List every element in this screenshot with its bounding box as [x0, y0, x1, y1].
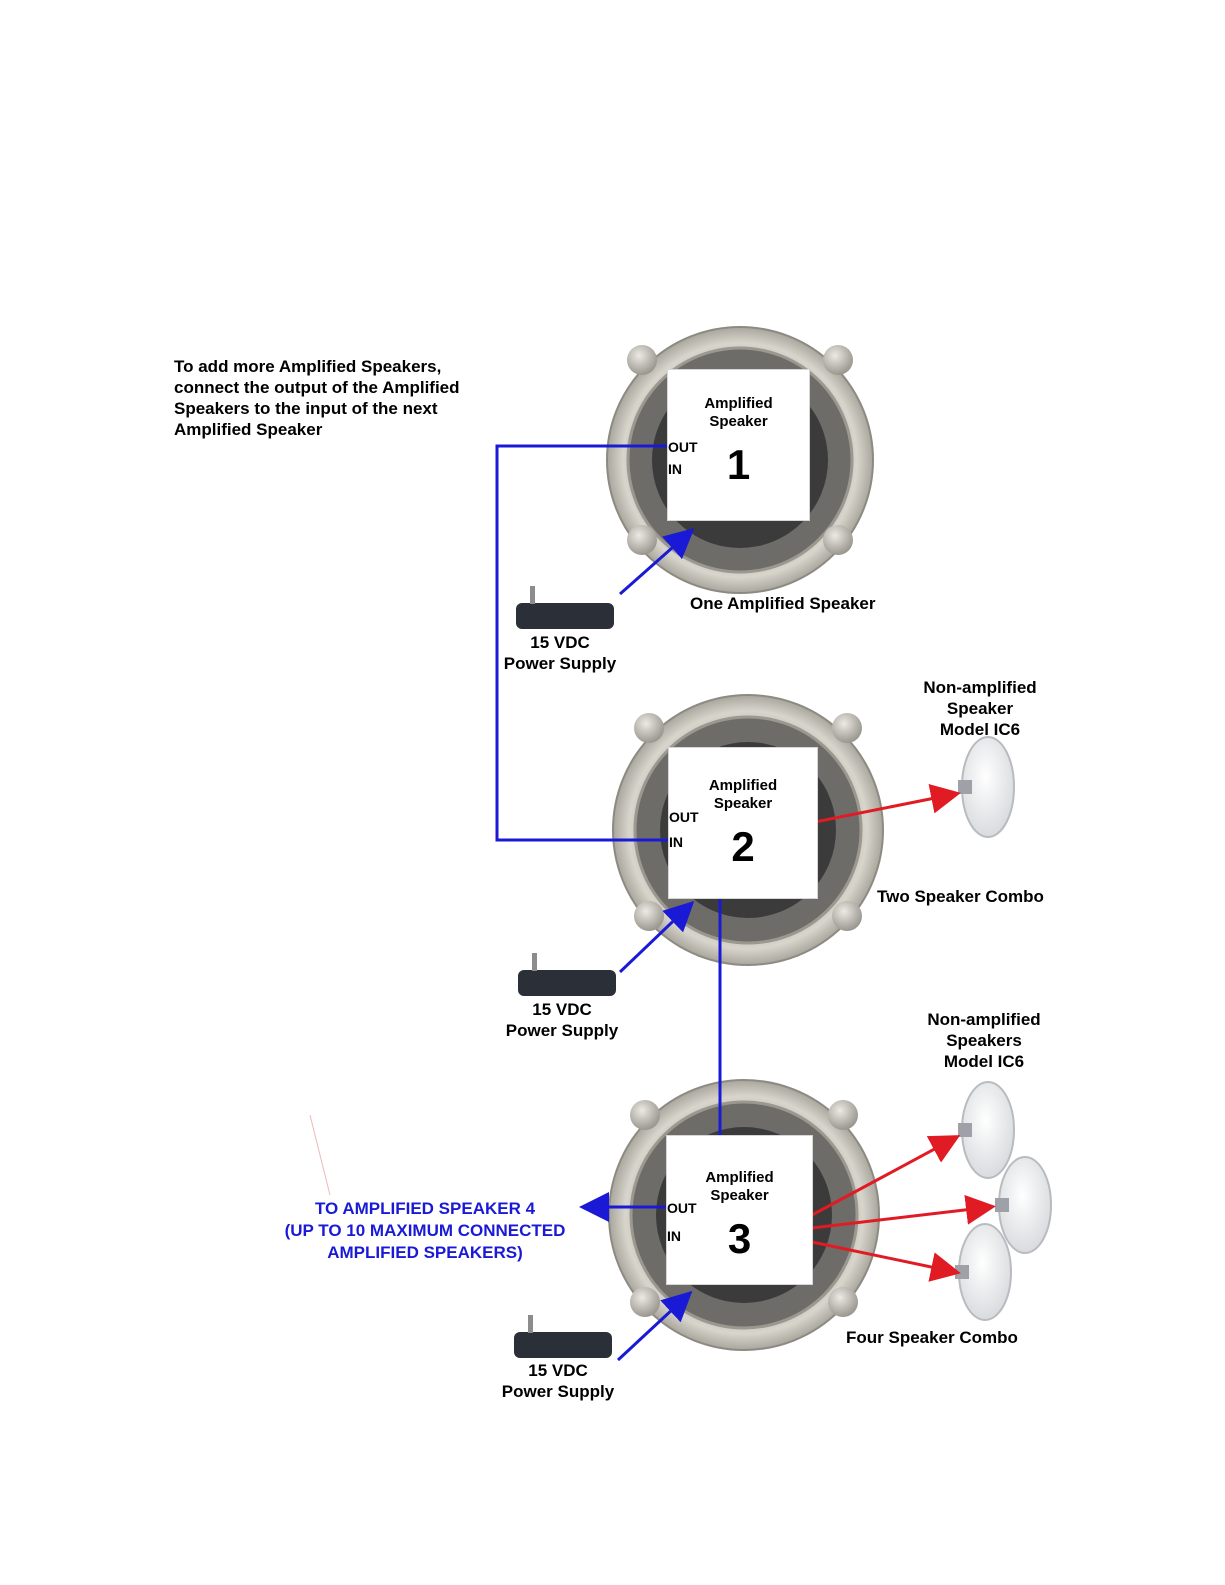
stray-mark: [309, 1114, 331, 1196]
speaker-3-caption: Four Speaker Combo: [846, 1328, 1018, 1347]
speaker-1-in-label: IN: [668, 461, 682, 477]
next-speaker-line1: TO AMPLIFIED SPEAKER 4: [314, 1199, 536, 1218]
power-supply-1-icon: [516, 586, 614, 629]
power-supply-2-line2: Power Supply: [505, 1021, 619, 1040]
intro-line-4: Amplified Speaker: [174, 420, 323, 439]
power-supply-3-label: 15 VDC Power Supply: [488, 1360, 628, 1402]
intro-line-1: To add more Amplified Speakers,: [174, 357, 442, 376]
ic6-speaker-1-icon: [958, 736, 1015, 838]
next-speaker-line2: (UP TO 10 MAXIMUM CONNECTED: [284, 1221, 566, 1240]
speaker-2-label-box: Amplified Speaker 2 OUT IN: [668, 747, 818, 899]
non-amplified-1-line2: Speaker: [946, 699, 1014, 718]
intro-note: To add more Amplified Speakers, connect …: [174, 356, 504, 440]
non-amplified-1-label: Non-amplified Speaker Model IC6: [905, 677, 1055, 740]
wire-amp3-to-ic6-4: [811, 1240, 961, 1282]
power-supply-3-line2: Power Supply: [501, 1382, 615, 1401]
speaker-1-label-box: Amplified Speaker 1 OUT IN: [667, 369, 810, 521]
power-arrow-1: [619, 528, 695, 596]
speaker-3-label-box: Amplified Speaker 3 OUT IN: [666, 1135, 813, 1285]
wire-amp3-to-ic6-2: [811, 1135, 961, 1217]
speaker-3-number: 3: [727, 1215, 752, 1262]
speaker-2-out-label: OUT: [669, 809, 699, 825]
next-speaker-note: TO AMPLIFIED SPEAKER 4 (UP TO 10 MAXIMUM…: [250, 1198, 600, 1264]
intro-line-3: Speakers to the input of the next: [174, 399, 438, 418]
wire-amp3-to-ic6-3: [811, 1194, 996, 1230]
non-amplified-2-label: Non-amplified Speakers Model IC6: [909, 1009, 1059, 1072]
ic6-speaker-3-icon: [995, 1156, 1052, 1254]
speaker-3-title-line1: Amplified: [705, 1169, 774, 1186]
non-amplified-1-line1: Non-amplified: [923, 678, 1037, 697]
speaker-1-out-label: OUT: [668, 439, 698, 455]
non-amplified-2-line1: Non-amplified: [927, 1010, 1041, 1029]
speaker-3-title-line2: Speaker: [710, 1187, 769, 1204]
speaker-2-caption: Two Speaker Combo: [877, 887, 1044, 906]
power-arrow-2: [618, 900, 695, 974]
speaker-2-title-line2: Speaker: [713, 795, 773, 812]
speaker-wires: [811, 783, 996, 1282]
power-supply-3-icon: [514, 1315, 612, 1358]
power-arrow-3: [616, 1290, 693, 1362]
non-amplified-1-line3: Model IC6: [939, 720, 1021, 739]
power-supply-3-line1: 15 VDC: [528, 1361, 588, 1380]
speaker-2-title-line1: Amplified: [708, 777, 778, 794]
power-supply-1-line2: Power Supply: [503, 654, 617, 673]
wire-amp2-to-ic6-1: [814, 783, 961, 824]
speaker-3-out-label: OUT: [667, 1200, 697, 1216]
speaker-1-title-line1: Amplified: [704, 395, 773, 412]
speaker-2-in-label: IN: [669, 834, 683, 850]
ic6-speaker-4-icon: [955, 1223, 1012, 1321]
next-speaker-line3: AMPLIFIED SPEAKERS): [327, 1243, 523, 1262]
power-supply-2-icon: [518, 953, 616, 996]
power-supply-2-label: 15 VDC Power Supply: [492, 999, 632, 1041]
intro-line-2: connect the output of the Amplified: [174, 378, 460, 397]
power-supply-1-line1: 15 VDC: [530, 633, 590, 652]
non-amplified-2-line3: Model IC6: [943, 1052, 1025, 1071]
speaker-3-in-label: IN: [667, 1228, 681, 1244]
power-supply-2-line1: 15 VDC: [532, 1000, 592, 1019]
speaker-2-number: 2: [731, 823, 755, 870]
speaker-1-title-line2: Speaker: [709, 413, 768, 430]
speaker-1-number: 1: [726, 441, 751, 488]
ic6-speaker-2-icon: [958, 1081, 1015, 1179]
wire-out1-to-in2: [495, 444, 668, 842]
speaker-1-caption: One Amplified Speaker: [690, 594, 876, 613]
non-amplified-2-line2: Speakers: [946, 1031, 1022, 1050]
power-supply-1-label: 15 VDC Power Supply: [490, 632, 630, 674]
